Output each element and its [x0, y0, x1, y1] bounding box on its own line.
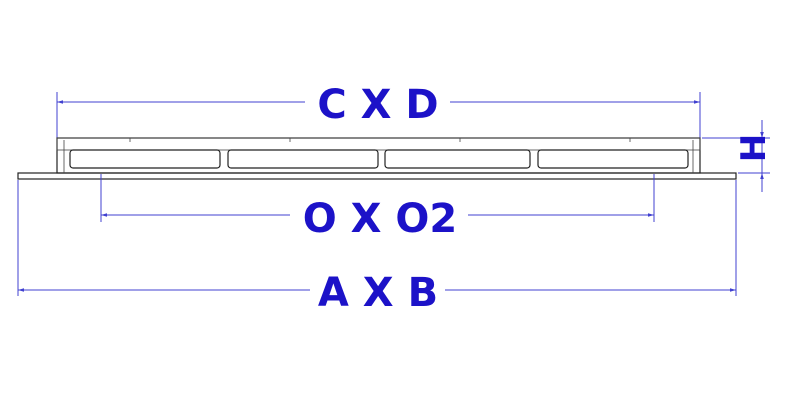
middle-dimension: O X O2 [100, 174, 655, 242]
top-dimension: C X D [56, 82, 701, 140]
bottom-dimension: A X B [17, 180, 737, 316]
middle-dimension-label: O X O2 [303, 196, 458, 242]
height-dimension-label: H [734, 134, 774, 162]
height-dimension: H [702, 120, 774, 192]
frame-section [17, 137, 737, 180]
top-dimension-label: C X D [317, 82, 438, 128]
bottom-dimension-label: A X B [318, 270, 438, 316]
